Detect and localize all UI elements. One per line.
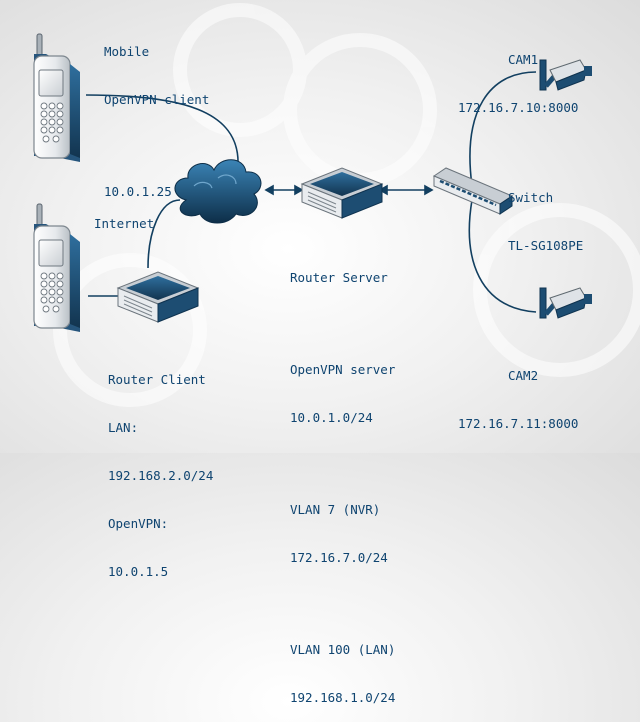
mobile-client-name-line1: Mobile [104,44,150,59]
router-client-label: Router Client LAN: 192.168.2.0/24 OpenVP… [108,340,213,596]
links [85,71,537,313]
router-client-lan-label: LAN: [108,420,139,435]
cloud-icon [174,159,262,224]
link-mobile-to-internet [85,94,239,166]
router-client-vpn-label: OpenVPN: [108,516,169,531]
router-server-openvpn-net: 10.0.1.0/24 [290,410,373,425]
router-server-vlan100-label: VLAN 100 (LAN) [290,642,396,657]
router-server-vlan7-net: 172.16.7.0/24 [290,550,388,565]
switch-line1: Switch [508,190,554,205]
cam2-address: 172.16.7.11:8000 [458,416,579,431]
cam1-address: 172.16.7.10:8000 [458,100,579,115]
mobile-client-label: Mobile OpenVPN client 10.0.1.25 [104,12,209,216]
router-client-vpn-ip: 10.0.1.5 [108,564,169,579]
network-diagram [33,33,595,333]
cam1-name: CAM1 [508,52,539,67]
router-client-lan-net: 192.168.2.0/24 [108,468,214,483]
mobile-client-ip: 10.0.1.25 [104,184,172,199]
router-server-openvpn-label: OpenVPN server [290,362,396,377]
mobile-phone-icon-secondary [33,203,81,333]
arrows [264,184,434,196]
camera-icon-cam2 [540,288,592,318]
router-client-title: Router Client [108,372,206,387]
router-server-title: Router Server [290,270,388,285]
mobile-client-name-line2: OpenVPN client [104,92,210,107]
switch-label: Switch TL-SG108PE [508,158,583,270]
internet-label: Internet [94,184,154,248]
mobile-phone-icon [33,33,81,163]
cam2-label: CAM2 172.16.7.11:8000 [458,336,578,448]
link-switch-to-cam1 [469,71,537,187]
cam2-name: CAM2 [508,368,539,383]
cam1-label: CAM1 172.16.7.10:8000 [458,20,578,132]
router-server-label: Router Server OpenVPN server 10.0.1.0/24… [290,238,395,722]
switch-icon [432,167,514,215]
switch-line2: TL-SG108PE [508,238,584,253]
router-server-vlan7-label: VLAN 7 (NVR) [290,502,381,517]
router-server-vlan100-net: 192.168.1.0/24 [290,690,396,705]
internet-text: Internet [94,216,155,231]
link-router-client-to-internet [147,199,181,269]
link-switch-to-cam2 [468,199,537,313]
